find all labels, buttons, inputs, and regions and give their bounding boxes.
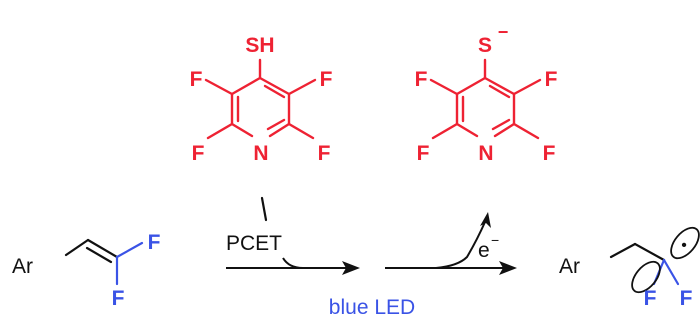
substrate-f-top: F xyxy=(148,231,161,254)
thiol-f-upper-right: F xyxy=(320,68,333,91)
thiolate-f-upper-right: F xyxy=(545,68,558,91)
product-cf-bond-right xyxy=(662,258,680,286)
product-f-left: F xyxy=(644,287,657,310)
product-ch2-bond xyxy=(633,242,666,262)
product-ar-bond xyxy=(609,242,637,259)
thiol-f-lower-left: F xyxy=(192,142,205,165)
substrate-cf-bond-top xyxy=(115,241,144,259)
thiol-reagent: SH F F F F N xyxy=(190,34,333,165)
difluoroalkene-substrate: Ar F F xyxy=(12,231,161,310)
thiol-n-label: N xyxy=(253,142,268,165)
thiolate-s-label: S xyxy=(478,34,492,57)
pcet-label: PCET xyxy=(226,232,282,255)
thiolate-species: S − F F F F N xyxy=(415,22,558,165)
thiolate-n-label: N xyxy=(478,142,493,165)
substrate-ar-label: Ar xyxy=(12,255,33,278)
product-radical: • Ar F F xyxy=(559,226,700,310)
product-ar-label: Ar xyxy=(559,255,580,278)
pcet-tick xyxy=(260,196,268,222)
thiolate-f-lower-right: F xyxy=(543,142,556,165)
electron-label: e xyxy=(478,239,490,262)
substrate-ar-bond xyxy=(64,238,90,257)
thiol-f-upper-left: F xyxy=(190,68,203,91)
arrow-2-head xyxy=(499,261,517,275)
thiol-sh-label: SH xyxy=(245,34,274,57)
p-orbital-lower-lobe xyxy=(631,260,661,294)
pcet-curve xyxy=(282,257,304,269)
substrate-f-bottom: F xyxy=(112,287,125,310)
thiolate-f-upper-left: F xyxy=(415,68,428,91)
arrow-1-head xyxy=(342,261,360,275)
substrate-double-bond xyxy=(85,246,113,264)
thiolate-charge: − xyxy=(498,22,509,42)
thiolate-f-lower-left: F xyxy=(417,142,430,165)
thiol-ring-bonds xyxy=(204,58,317,140)
thiol-f-lower-right: F xyxy=(318,142,331,165)
electron-charge: − xyxy=(491,232,499,248)
p-orbital-upper-lobe xyxy=(670,226,700,260)
electron-curve-head xyxy=(480,212,491,228)
electron-curve xyxy=(435,221,486,269)
thiolate-ring-bonds xyxy=(429,58,542,140)
blue-led-condition: blue LED xyxy=(329,296,415,319)
substrate-vinyl-single xyxy=(86,238,119,259)
product-f-right: F xyxy=(680,287,693,310)
electron-step: e − xyxy=(385,212,517,275)
product-radical-dot: • xyxy=(681,237,687,254)
pcet-step: PCET xyxy=(226,196,360,275)
